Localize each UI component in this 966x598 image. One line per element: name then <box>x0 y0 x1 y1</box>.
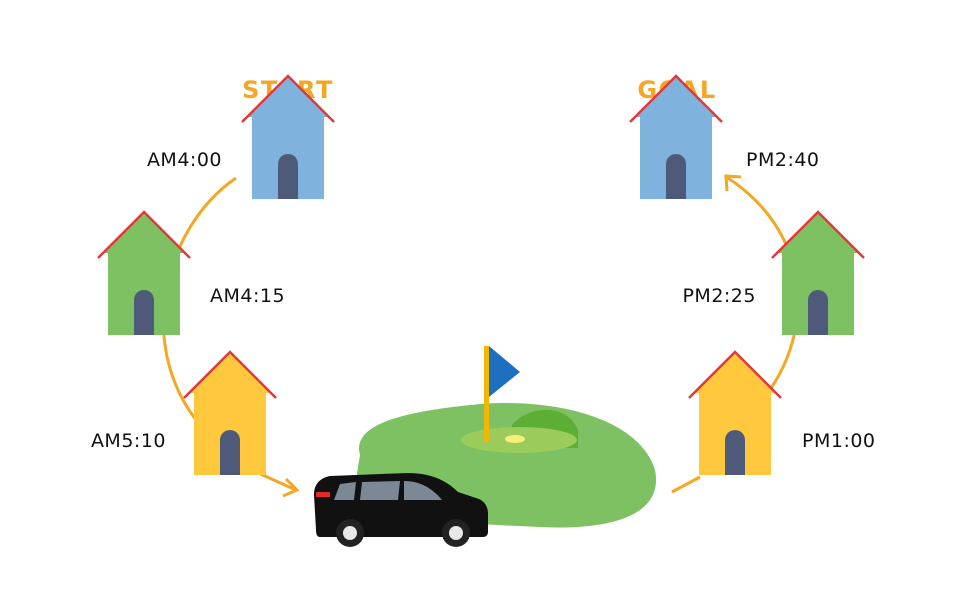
time-label-pm2-40: PM2:40 <box>746 149 820 171</box>
house-stop-4: PM2:25 <box>682 210 866 337</box>
arrow-icon <box>282 477 300 498</box>
house-stop-2: AM5:10 <box>91 350 278 477</box>
house-icon <box>687 350 783 477</box>
time-label-am5-10: AM5:10 <box>91 430 166 452</box>
house-icon <box>182 350 278 477</box>
house-goal: PM2:40 <box>628 74 820 201</box>
house-stop-3: PM1:00 <box>687 350 876 477</box>
house-start: AM4:00 <box>147 74 336 201</box>
arrow-icon <box>724 174 742 192</box>
house-icon <box>96 210 192 337</box>
house-icon <box>770 210 866 337</box>
time-label-pm2-25: PM2:25 <box>682 285 756 307</box>
return-route-arrow <box>671 475 701 494</box>
time-label-am4-15: AM4:15 <box>210 285 285 307</box>
house-stop-1: AM4:15 <box>96 210 285 337</box>
time-label-pm1-00: PM1:00 <box>802 430 876 452</box>
time-label-am4-00: AM4:00 <box>147 149 222 171</box>
car-icon <box>314 473 488 547</box>
golf-flag-icon <box>484 346 520 442</box>
